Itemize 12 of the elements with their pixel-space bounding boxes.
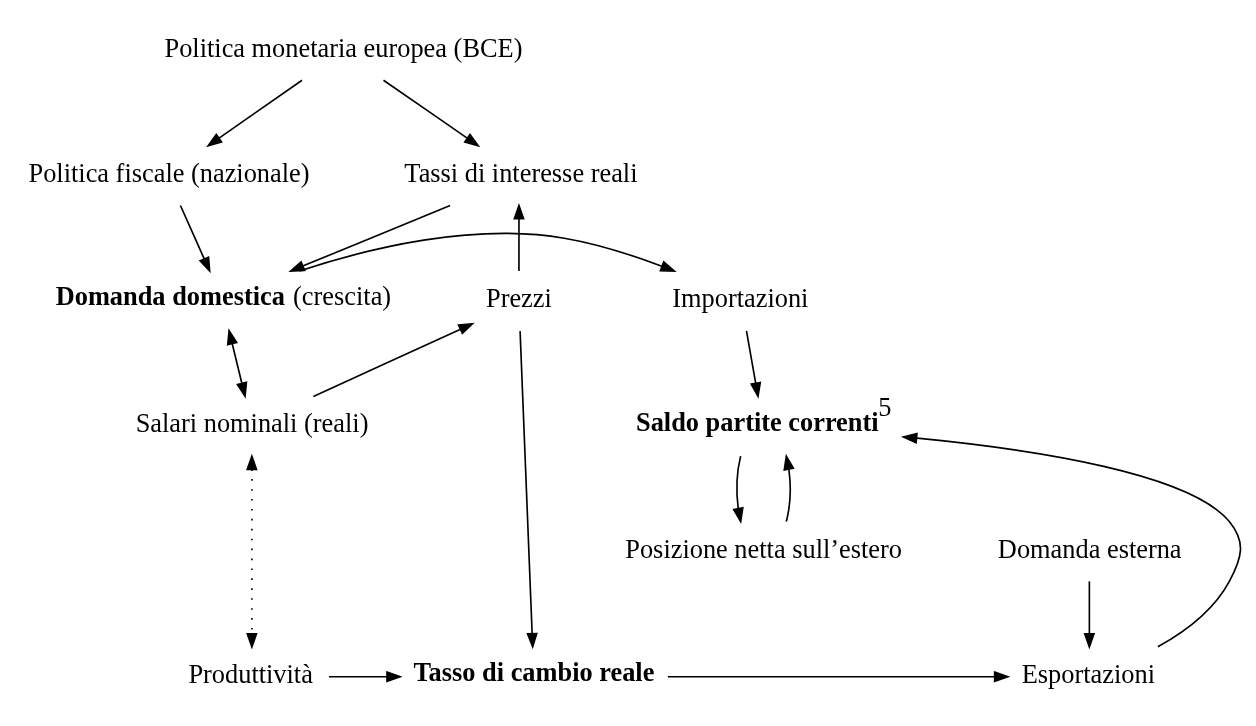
node-text: Politica monetaria europea (BCE)	[164, 33, 523, 63]
node-text: Produttività	[188, 659, 313, 689]
node-text: Posizione netta sull’estero	[625, 534, 903, 564]
node-text: Domanda domestica (crescita)	[55, 281, 392, 311]
node-text: Tassi di interesse reali	[404, 158, 638, 188]
node-text: Salari nominali (reali)	[135, 408, 369, 438]
node-text: Politica fiscale (nazionale)	[28, 158, 310, 188]
node-text: Esportazioni	[1021, 659, 1156, 689]
node-text: Prezzi	[485, 283, 552, 313]
node-text: Domanda esterna	[997, 534, 1182, 564]
node-text: Tasso di cambio reale	[413, 657, 655, 687]
node-text: Importazioni	[672, 283, 809, 313]
